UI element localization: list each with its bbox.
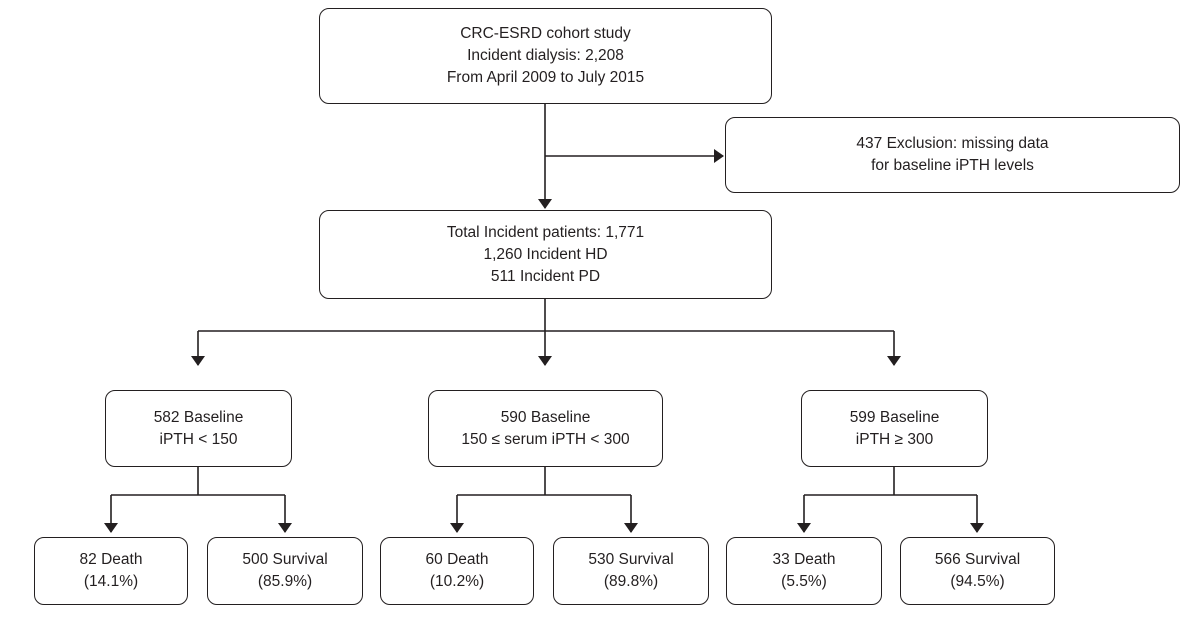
group-1-box: 582 Baseline iPTH < 150 bbox=[105, 390, 292, 467]
total-patients-count: Total Incident patients: 1,771 bbox=[446, 223, 645, 241]
group-1-survival-percent: (85.9%) bbox=[257, 573, 313, 590]
cohort-count: Incident dialysis: 2,208 bbox=[467, 47, 624, 64]
group-3-survival-count: 566 Survival bbox=[934, 551, 1021, 568]
group-1-survival-count: 500 Survival bbox=[242, 551, 328, 568]
group-2-death-box: 60 Death (10.2%) bbox=[380, 537, 534, 605]
group-2-death-percent: (10.2%) bbox=[429, 573, 485, 590]
exclusion-line-1: 437 Exclusion: missing data bbox=[856, 135, 1049, 152]
group-2-box: 590 Baseline 150 ≤ serum iPTH < 300 bbox=[428, 390, 663, 467]
group-1-death-box: 82 Death (14.1%) bbox=[34, 537, 188, 605]
group-2-survival-percent: (89.8%) bbox=[603, 573, 659, 590]
group-2-death-count: 60 Death bbox=[425, 551, 489, 568]
group-3-box: 599 Baseline iPTH ≥ 300 bbox=[801, 390, 988, 467]
group-1-death-percent: (14.1%) bbox=[83, 573, 139, 590]
group-1-count: 582 Baseline bbox=[153, 408, 244, 426]
group-2-survival-box: 530 Survival (89.8%) bbox=[553, 537, 709, 605]
group-3-death-box: 33 Death (5.5%) bbox=[726, 537, 882, 605]
exclusion-line-2: for baseline iPTH levels bbox=[871, 157, 1034, 174]
total-hd-count: 1,260 Incident HD bbox=[483, 245, 608, 263]
cohort-period: From April 2009 to July 2015 bbox=[446, 69, 645, 86]
group-3-survival-percent: (94.5%) bbox=[950, 573, 1005, 590]
total-pd-count: 511 Incident PD bbox=[490, 267, 601, 285]
group-3-range: iPTH ≥ 300 bbox=[855, 430, 934, 448]
cohort-box: CRC-ESRD cohort study Incident dialysis:… bbox=[319, 8, 772, 104]
group-3-survival-box: 566 Survival (94.5%) bbox=[900, 537, 1055, 605]
group-2-survival-count: 530 Survival bbox=[588, 551, 674, 568]
exclusion-box: 437 Exclusion: missing data for baseline… bbox=[725, 117, 1180, 193]
cohort-title: CRC-ESRD cohort study bbox=[460, 25, 631, 42]
group-2-count: 590 Baseline bbox=[500, 408, 591, 426]
group-3-death-percent: (5.5%) bbox=[781, 573, 827, 590]
group-2-range: 150 ≤ serum iPTH < 300 bbox=[461, 430, 630, 448]
group-3-count: 599 Baseline bbox=[849, 408, 940, 426]
group-1-death-count: 82 Death bbox=[79, 551, 143, 568]
group-1-range: iPTH < 150 bbox=[159, 430, 238, 448]
group-1-survival-box: 500 Survival (85.9%) bbox=[207, 537, 363, 605]
total-patients-box: Total Incident patients: 1,771 1,260 Inc… bbox=[319, 210, 772, 299]
group-3-death-count: 33 Death bbox=[772, 551, 836, 568]
